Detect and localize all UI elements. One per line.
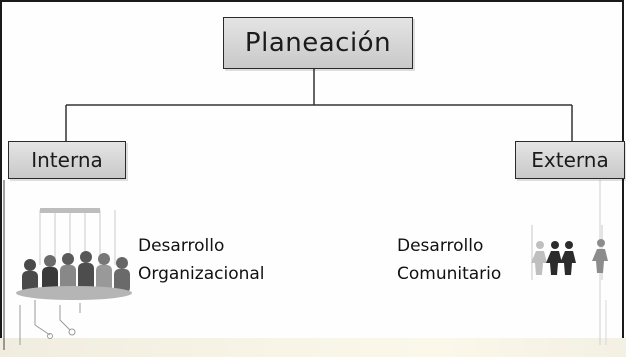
left-node-label: Interna [31, 148, 103, 172]
right-node-label: Externa [531, 148, 609, 172]
left-caption-line-1: Desarrollo [138, 236, 225, 256]
bottom-background [0, 338, 626, 357]
left-caption-line-2: Organizacional [138, 264, 265, 284]
team-meeting-icon [16, 208, 132, 345]
right-caption: Desarrollo Comunitario [397, 232, 501, 288]
left-caption: Desarrollo Organizacional [138, 232, 265, 288]
community-people-icon [531, 225, 608, 280]
right-caption-line-1: Desarrollo [397, 236, 484, 256]
root-node-box: Planeación [223, 17, 413, 69]
right-node-box: Externa [515, 141, 625, 179]
root-node-label: Planeación [244, 28, 392, 58]
left-node-box: Interna [8, 141, 126, 179]
right-caption-line-2: Comunitario [397, 264, 502, 284]
